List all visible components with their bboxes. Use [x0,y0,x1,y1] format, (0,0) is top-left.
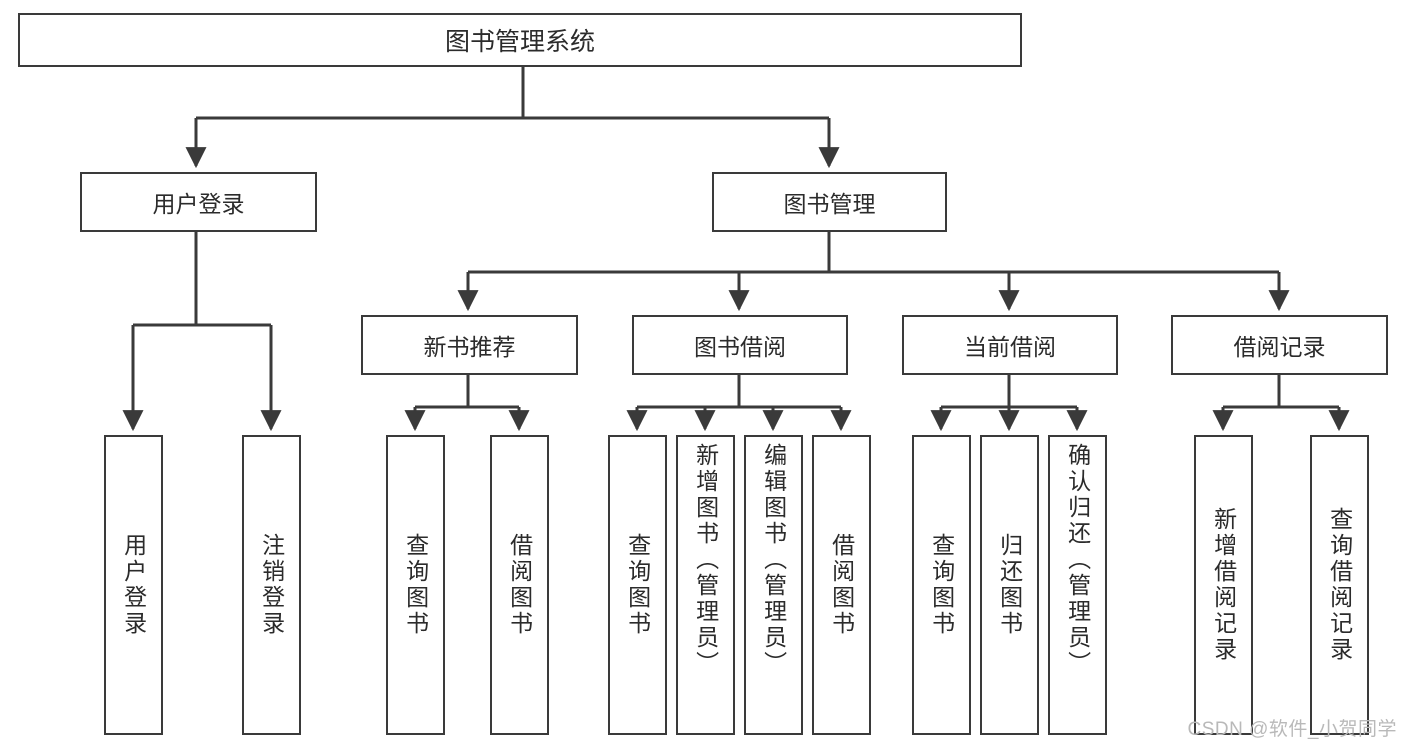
leaf-confirm-return-admin[interactable]: 确认归还（管理员） [1048,435,1107,735]
leaf-label: 确认归还（管理员） [1064,443,1091,677]
leaf-logout[interactable]: 注销登录 [242,435,301,735]
leaf-user-login[interactable]: 用户登录 [104,435,163,735]
node-book-borrow[interactable]: 图书借阅 [632,315,848,375]
node-book-management[interactable]: 图书管理 [712,172,947,232]
leaf-label: 用户登录 [120,533,147,637]
leaf-label: 编辑图书（管理员） [760,443,787,677]
node-root-book-management-system[interactable]: 图书管理系统 [18,13,1022,67]
leaf-label: 新增图书（管理员） [692,443,719,677]
leaf-label: 注销登录 [258,533,285,637]
node-label: 新书推荐 [423,334,516,360]
leaf-label: 查询图书 [624,533,651,637]
leaf-query-book-borrow[interactable]: 查询图书 [608,435,667,735]
node-borrow-record[interactable]: 借阅记录 [1171,315,1388,375]
leaf-label: 归还图书 [996,533,1023,637]
node-label: 图书管理系统 [444,28,595,56]
node-label: 图书管理 [783,191,876,217]
leaf-query-book-recommend[interactable]: 查询图书 [386,435,445,735]
node-label: 用户登录 [152,191,245,217]
node-label: 当前借阅 [964,334,1056,360]
leaf-label: 查询图书 [402,533,429,637]
node-label: 借阅记录 [1233,334,1326,360]
leaf-label: 查询借阅记录 [1326,507,1353,663]
watermark-text: CSDN @软件_小贺同学 [1187,719,1397,740]
leaf-label: 借阅图书 [506,533,533,637]
leaf-borrow-book-recommend[interactable]: 借阅图书 [490,435,549,735]
leaf-borrow-book[interactable]: 借阅图书 [812,435,871,735]
leaf-return-book[interactable]: 归还图书 [980,435,1039,735]
node-current-borrow[interactable]: 当前借阅 [902,315,1118,375]
leaf-label: 新增借阅记录 [1210,507,1237,663]
leaf-label: 查询图书 [928,533,955,637]
leaf-add-borrow-record[interactable]: 新增借阅记录 [1194,435,1253,735]
node-user-login[interactable]: 用户登录 [80,172,317,232]
node-new-book-recommend[interactable]: 新书推荐 [361,315,578,375]
leaf-query-book-current[interactable]: 查询图书 [912,435,971,735]
leaf-edit-book-admin[interactable]: 编辑图书（管理员） [744,435,803,735]
leaf-add-book-admin[interactable]: 新增图书（管理员） [676,435,735,735]
leaf-query-borrow-record[interactable]: 查询借阅记录 [1310,435,1369,735]
leaf-label: 借阅图书 [828,533,855,637]
node-label: 图书借阅 [694,334,786,360]
